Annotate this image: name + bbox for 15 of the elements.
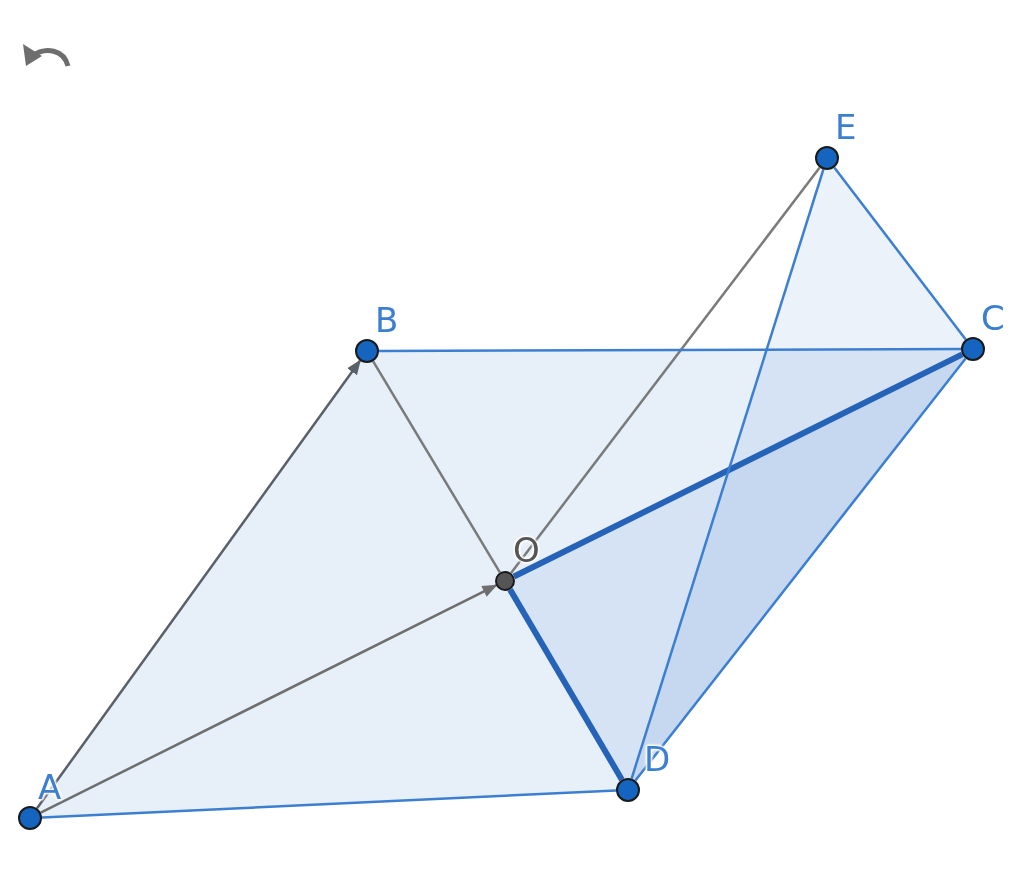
- line-segment: [510, 166, 821, 574]
- point-label: B: [375, 301, 399, 339]
- vector-arrow: [40, 584, 498, 814]
- line-segment: [634, 357, 967, 782]
- line-segment: [372, 360, 501, 574]
- point-label: C: [981, 299, 1005, 337]
- line-segment: [630, 169, 825, 779]
- line-segment: [833, 166, 967, 341]
- line-segment: [507, 588, 625, 782]
- point-label: D: [644, 740, 671, 778]
- line-segment: [512, 351, 964, 580]
- point-label: E: [835, 108, 857, 146]
- vector-arrow: [36, 359, 361, 809]
- line-segment: [41, 789, 617, 819]
- line-segment: [379, 347, 961, 353]
